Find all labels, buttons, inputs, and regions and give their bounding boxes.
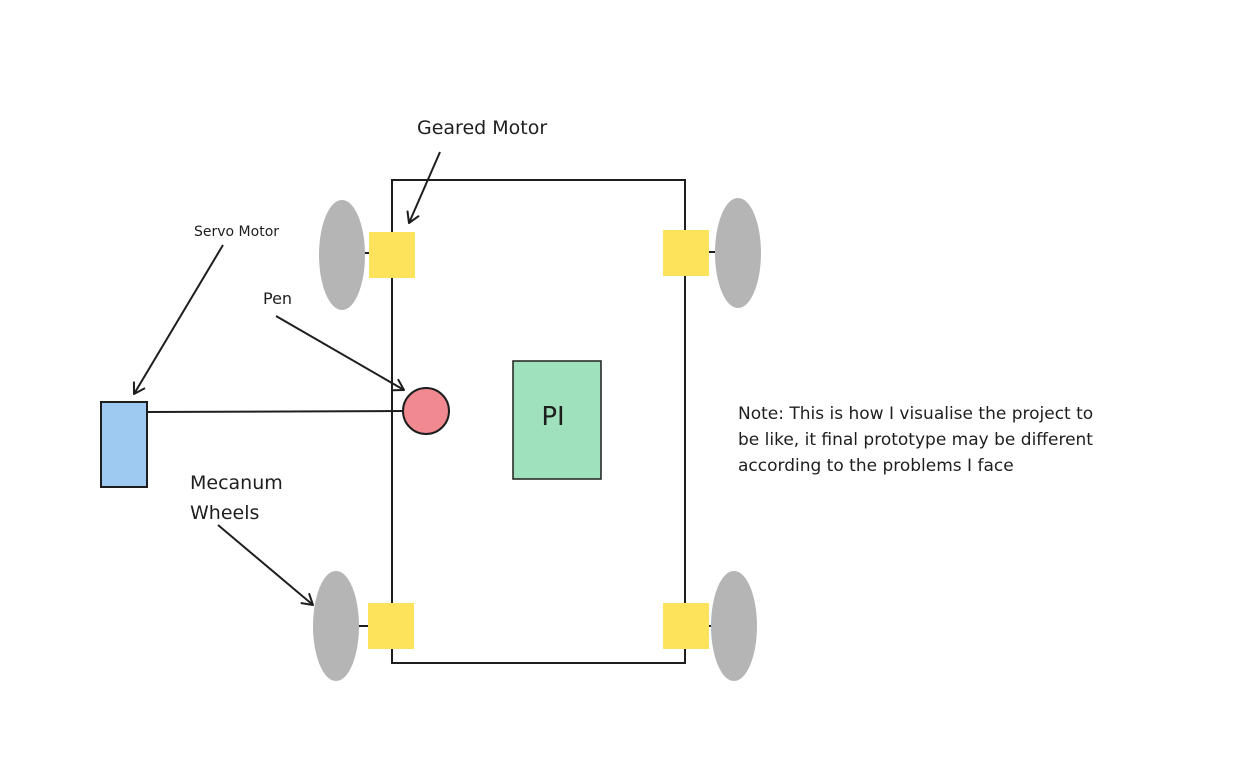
pen-holder xyxy=(402,387,450,435)
wheel-rear-left xyxy=(313,571,359,681)
wheel-front-left xyxy=(319,200,365,310)
label-mecanum-line2: Wheels xyxy=(190,502,259,524)
wheel-rear-right xyxy=(711,571,757,681)
wheel-front-right xyxy=(715,198,761,308)
arrow-geared-motor xyxy=(406,151,441,224)
motor-front-right xyxy=(663,230,709,276)
label-mecanum-line1: Mecanum xyxy=(190,472,283,494)
label-pen: Pen xyxy=(263,289,292,308)
chassis-frame xyxy=(391,179,686,664)
label-servo-motor: Servo Motor xyxy=(194,224,279,240)
pi-board xyxy=(512,360,602,480)
arrow-servo-motor xyxy=(132,244,224,395)
motor-rear-right xyxy=(663,603,709,649)
note-line3: according to the problems I face xyxy=(738,456,1014,476)
label-geared-motor: Geared Motor xyxy=(417,117,547,139)
motor-front-left xyxy=(369,232,415,278)
arrow-pen xyxy=(275,315,405,392)
pi-label: PI xyxy=(541,402,564,432)
arrow-mecanum-wheels xyxy=(217,524,314,606)
motor-rear-left xyxy=(368,603,414,649)
note-line2: be like, it final prototype may be diffe… xyxy=(738,430,1093,450)
servo-linkage xyxy=(146,410,405,413)
servo-motor xyxy=(100,401,148,488)
note-line1: Note: This is how I visualise the projec… xyxy=(738,404,1093,424)
